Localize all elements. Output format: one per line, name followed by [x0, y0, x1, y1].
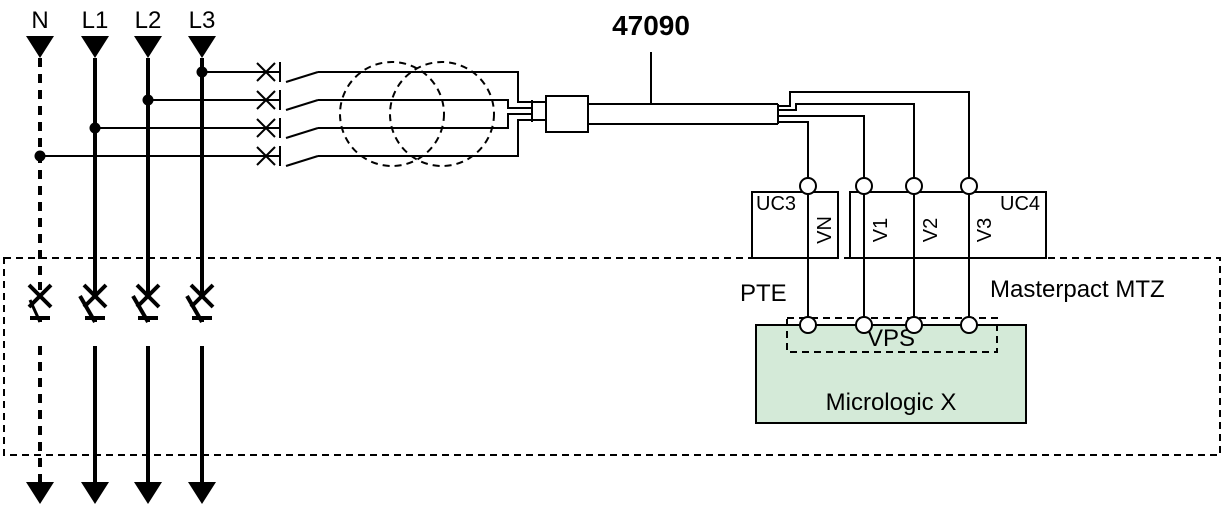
phase-n-label: N — [31, 7, 48, 34]
sensor-cable — [531, 52, 779, 133]
uc4-label: UC4 — [1000, 193, 1040, 215]
terminal-v1-label: V1 — [870, 218, 892, 242]
uc3-label: UC3 — [756, 193, 796, 215]
tap-lines — [40, 62, 532, 167]
sensor-reference: 47090 — [612, 10, 690, 41]
breaker-name-label: Masterpact MTZ — [990, 276, 1165, 303]
neutral-conductor — [28, 58, 50, 482]
top-arrows — [26, 36, 216, 58]
internal-connections — [807, 194, 970, 318]
phase-l2-label: L2 — [135, 7, 162, 34]
vps-module — [786, 317, 998, 353]
terminal-circles — [799, 177, 978, 334]
phase-conductors — [78, 58, 212, 482]
terminal-vn-label: VN — [814, 216, 836, 244]
junction-dots — [34, 66, 208, 162]
terminal-v3-label: V3 — [974, 218, 996, 242]
sensor-toroids — [339, 61, 495, 167]
breaker-enclosure — [3, 257, 1221, 456]
voltage-leads — [778, 91, 970, 186]
phase-l3-label: L3 — [189, 7, 216, 34]
terminal-v2-label: V2 — [920, 218, 942, 242]
bottom-arrows — [26, 482, 216, 504]
pte-label: PTE — [740, 280, 787, 307]
breaker-poles — [27, 283, 215, 309]
phase-l1-label: L1 — [82, 7, 109, 34]
fuse-marks — [256, 62, 276, 166]
micrologic-label: Micrologic X — [826, 389, 957, 416]
uc4-block — [849, 191, 1047, 259]
uc3-block — [751, 191, 839, 259]
micrologic-box — [755, 324, 1027, 424]
